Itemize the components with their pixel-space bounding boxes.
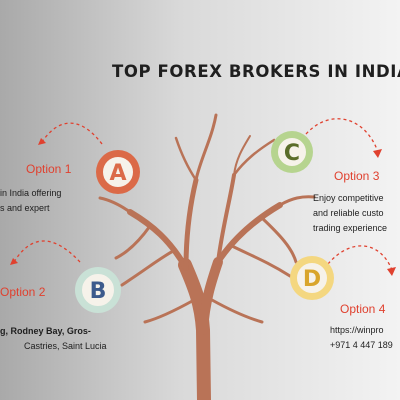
circle-a-letter: A — [109, 161, 126, 186]
circle-c-letter: C — [284, 141, 300, 166]
option-1-line: s and expert — [0, 203, 50, 213]
arrow-d — [327, 245, 393, 271]
circle-b-letter: B — [90, 279, 107, 304]
circle-d: D — [290, 256, 334, 300]
arrow-heads — [10, 138, 396, 276]
option-4-text: https://winpro +971 4 447 189 — [330, 323, 393, 353]
option-3-label: Option 3 — [334, 169, 380, 183]
option-2-label: Option 2 — [0, 285, 46, 299]
option-1-line: in India offering — [0, 188, 62, 198]
arrow-a — [41, 122, 103, 145]
option-4-label: Option 4 — [340, 302, 386, 316]
option-1-label: Option 1 — [26, 162, 72, 176]
option-3-text: Enjoy competitive and reliable custo tra… — [313, 191, 387, 236]
circle-b: B — [75, 267, 121, 313]
option-1-text: in India offering s and expert — [0, 186, 61, 216]
circle-a: A — [96, 150, 140, 194]
option-3-line: and reliable custo — [313, 208, 384, 218]
option-3-line: trading experience — [313, 223, 388, 233]
option-2-line: g, Rodney Bay, Gros- — [0, 326, 91, 336]
circle-c: C — [271, 131, 313, 173]
option-3-line: Enjoy competitive — [313, 193, 384, 203]
option-4-line: +971 4 447 189 — [330, 340, 393, 350]
arrow-c — [305, 118, 379, 153]
arrow-b — [13, 240, 81, 263]
tree-branches — [98, 113, 316, 400]
option-2-text: g, Rodney Bay, Gros- Castries, Saint Luc… — [0, 324, 107, 354]
option-4-line: https://winpro — [330, 325, 384, 335]
page-title: TOP FOREX BROKERS IN INDIA — [112, 62, 400, 81]
option-2-line: Castries, Saint Lucia — [24, 341, 107, 351]
circle-d-letter: D — [303, 267, 321, 292]
